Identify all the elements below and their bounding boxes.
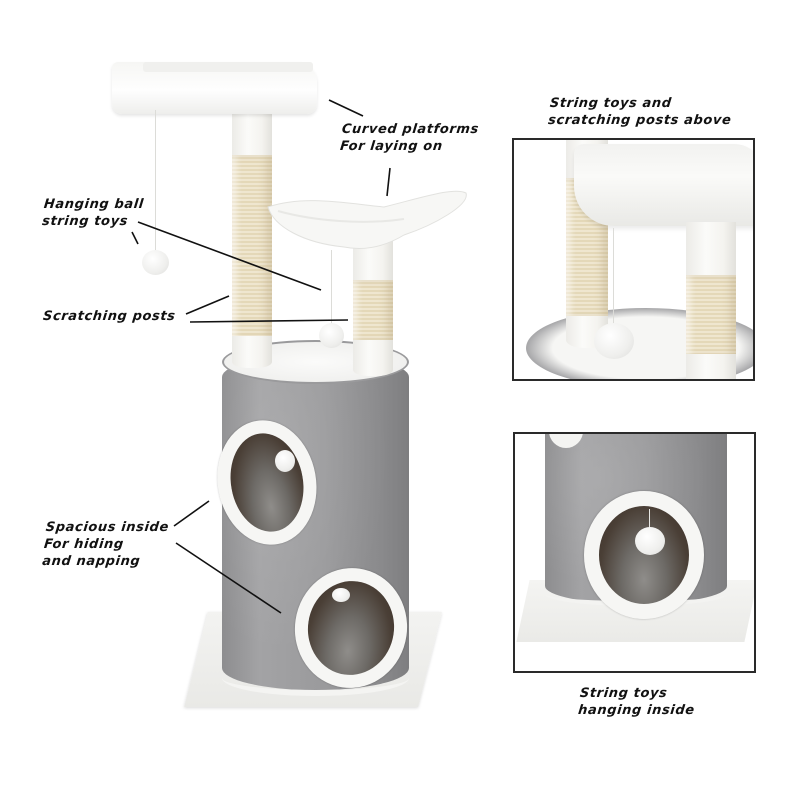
inset1-right-sisal (686, 275, 736, 357)
inset2-upper-opening-edge (549, 434, 583, 448)
ball-toy-inside-upper (275, 450, 295, 472)
label-spacious-inside: Spacious inside For hiding and napping (41, 520, 170, 569)
inset1-ball-toy (594, 323, 634, 359)
ball-toy-inside-lower (332, 588, 350, 602)
short-scratching-post (353, 280, 393, 342)
string-toy-left (155, 110, 156, 255)
label-curved-platforms: Curved platforms For laying on (339, 122, 480, 154)
condo-bottom-rim (222, 660, 409, 696)
inset1-string-toy (613, 228, 614, 328)
inset1-curved-platform (574, 144, 753, 226)
label-scratching-posts: Scratching posts (42, 309, 177, 324)
ball-toy-middle (319, 323, 344, 348)
tall-post-base (232, 336, 272, 368)
inset-bottom-closeup (513, 432, 756, 673)
tall-scratching-post (232, 155, 272, 340)
label-hanging-ball-string-toys: Hanging ball string toys (41, 197, 145, 229)
inset2-condo-opening (584, 491, 704, 619)
string-toy-middle (331, 250, 332, 325)
inset1-right-post-top (686, 222, 736, 278)
inset2-string-toy (649, 509, 650, 531)
short-post-base (353, 340, 393, 376)
inset1-right-post-base (686, 354, 736, 379)
top-platform-lip (143, 62, 313, 72)
inset2-ball-toy (635, 527, 665, 555)
inset-top-closeup (512, 138, 755, 381)
inset-top-caption: String toys and scratching posts above (547, 96, 733, 128)
middle-curved-platform (267, 190, 467, 249)
inset-bottom-caption: String toys hanging inside (577, 686, 696, 718)
cat-tree-main-image (112, 62, 467, 707)
ball-toy-left (142, 250, 169, 275)
tall-post-top (232, 105, 272, 160)
